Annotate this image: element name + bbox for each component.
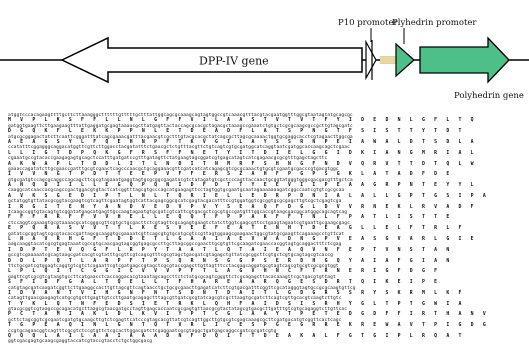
sequence-block: atggtcccacagaagttttgcttcttaaagggcttttttg… <box>8 113 522 361</box>
nucleotide-line: cgaaatgccgtacaccgaagagagtgcagctccatttgat… <box>8 156 328 162</box>
nucleotide-line: gtgcgatgtccagcgcaggccagcagcttcgcgtagaaat… <box>8 177 353 183</box>
nucleotide-line: gcttctagcggtcgcgaatcgatgtgcaagcttgtctcga… <box>8 317 342 323</box>
nucleotide-line: gatatcgcggtagtcgcgtacaccgattagcgcaaggtgc… <box>8 231 345 237</box>
amino-acid-line: I V V N G T P D T T E E P V F F E R S Z … <box>8 172 453 178</box>
p10-promoter-arrow <box>365 39 377 81</box>
polyhedrin-gene-label: Polyhedrin gene <box>454 91 524 101</box>
amino-acid-line: I R G I T E N Y A N D V E D V P V Y S E … <box>8 204 477 210</box>
amino-acid-line: D G Q K F L E K K P P N L E T D E A D F … <box>8 129 465 135</box>
amino-acid-line: P C T A M I A K L D L K V I Y P T C G L … <box>8 312 489 318</box>
amino-acid-line: L N A V R H G F T D D E T L G A A I A E … <box>8 236 477 242</box>
amino-acid-line: A K W A P L T D D L I T L N D I T N M R … <box>8 161 477 167</box>
nucleotide-line: aagcaaggtacatcgcgtgagtaaatcgccgtgcaacgag… <box>8 242 342 248</box>
amino-acid-line: L L I G T D P Q K G F R S F F N E T Y I … <box>8 150 477 156</box>
amino-acid-line: A E A G S Y L F Q E H N P F T K V G I L … <box>8 139 477 145</box>
amino-acid-line: T G P E A Q I N L G N T Q T V R L I C E … <box>8 323 489 329</box>
dppiv-gene-arrow <box>60 36 363 84</box>
nucleotide-line: ggtcgacgagtgcaagcgaggtaccatcgtaccgtacctc… <box>8 339 153 345</box>
polyhedrin-promoter-label: Plyhedrin promoter <box>392 18 477 28</box>
nucleotide-line: catagttgaacgaagagtcatgcgtgcttgagttgtcctt… <box>8 296 342 302</box>
nucleotide-line: catgtagcgatcaagatcggttcttgaaggccacttgtta… <box>8 285 356 291</box>
nucleotide-line: ttctgcgatcgtggagtcaggtgtcgtctcagaattcgtc… <box>8 263 339 269</box>
amino-acid-line: D D L P Q T L A R P F T P S Q R N S G G … <box>8 258 453 264</box>
nucleotide-line: gaaaccagatatcttgcgaaccgatttgcgtcgaactcag… <box>8 166 339 172</box>
dppiv-gene-label: DPP-IV gene <box>199 55 269 68</box>
nucleotide-line: gctatggtgttatacgcggtacgaagtcgtcagttcgaat… <box>8 199 342 205</box>
nucleotide-line: ccgtgcagaacggtcagtttcgcgtctccgtgttctcgca… <box>8 328 277 334</box>
amino-acid-line: A N Q D I I L L E G Q P Q N I D F D T T … <box>8 183 477 189</box>
amino-acid-line: T Y K L Q T N F E D S I E T R K L Q H F … <box>8 301 465 307</box>
amino-acid-line: E P Q R A S V V T T L K E S V E E F E A … <box>8 226 465 232</box>
nucleotide-line: caaggcatcaaccacgcagccgactggacgtgtactcatc… <box>8 188 345 194</box>
amino-acid-line: I D V A N T V I H G N F N T S D N T D A … <box>8 290 465 296</box>
p10-promoter-label: P10 promoter <box>338 18 398 28</box>
nucleotide-line: tcaagccggtgtacagtgtcggatatgagcatgagttgcc… <box>8 210 348 216</box>
nucleotide-line: ccatatttcggagggcaggacatggttcgttcttggacct… <box>8 145 350 151</box>
nucleotide-line: gatggtgaagttcttgaagaagtttattgaggatgcgagt… <box>8 123 353 129</box>
polyhedrin-gene-arrow <box>419 36 510 84</box>
amino-acid-line: Q Q Q L A I L A A I A A A D N F D Q I T … <box>8 334 465 340</box>
amino-acid-line: A V K S G E D I P T L N L T Q R I E L L … <box>8 193 489 199</box>
amino-acid-line: M V P L K S F F L L N L G F F V I L A A … <box>8 118 477 124</box>
nucleotide-line: gtacgcggtcgtaagccgcagacatgcttaagcgtaacga… <box>8 307 348 313</box>
nucleotide-line: gccgtcgaaaaatcgcagtaagcgatcacgtcgtatttgc… <box>8 253 333 259</box>
amino-acid-line: I D P T E V Q G F L R P Y T A A T L Q T … <box>8 247 453 253</box>
amino-acid-line: S F I D F G A L T Q E L L T F H A R E A … <box>8 280 441 286</box>
polyhedrin-promoter-arrow <box>395 42 415 78</box>
nucleotide-line: gagttcgtcgcgtcgtaagtgccttcatgaacctcaccag… <box>8 274 336 280</box>
construct-map: DPP-IV gene P10 promoter Plyhedrin promo… <box>0 18 529 101</box>
nucleotide-line: atggtcccacagaagttttgcttcttaaagggcttttttg… <box>8 113 353 118</box>
nucleotide-line: ctccaggtcgaaagtgcgtaaaacgcatcgggcgttcgtg… <box>8 220 350 226</box>
amino-acid-line: L P L Q I T C G G I C V V V P F T L A G … <box>8 269 441 275</box>
nucleotide-line: atgcgcggagactatcttcaattcgggatttatcagcgaa… <box>8 134 353 140</box>
amino-acid-line: F F F R R F F V V H E L L E Q Q T F P P … <box>8 215 453 221</box>
